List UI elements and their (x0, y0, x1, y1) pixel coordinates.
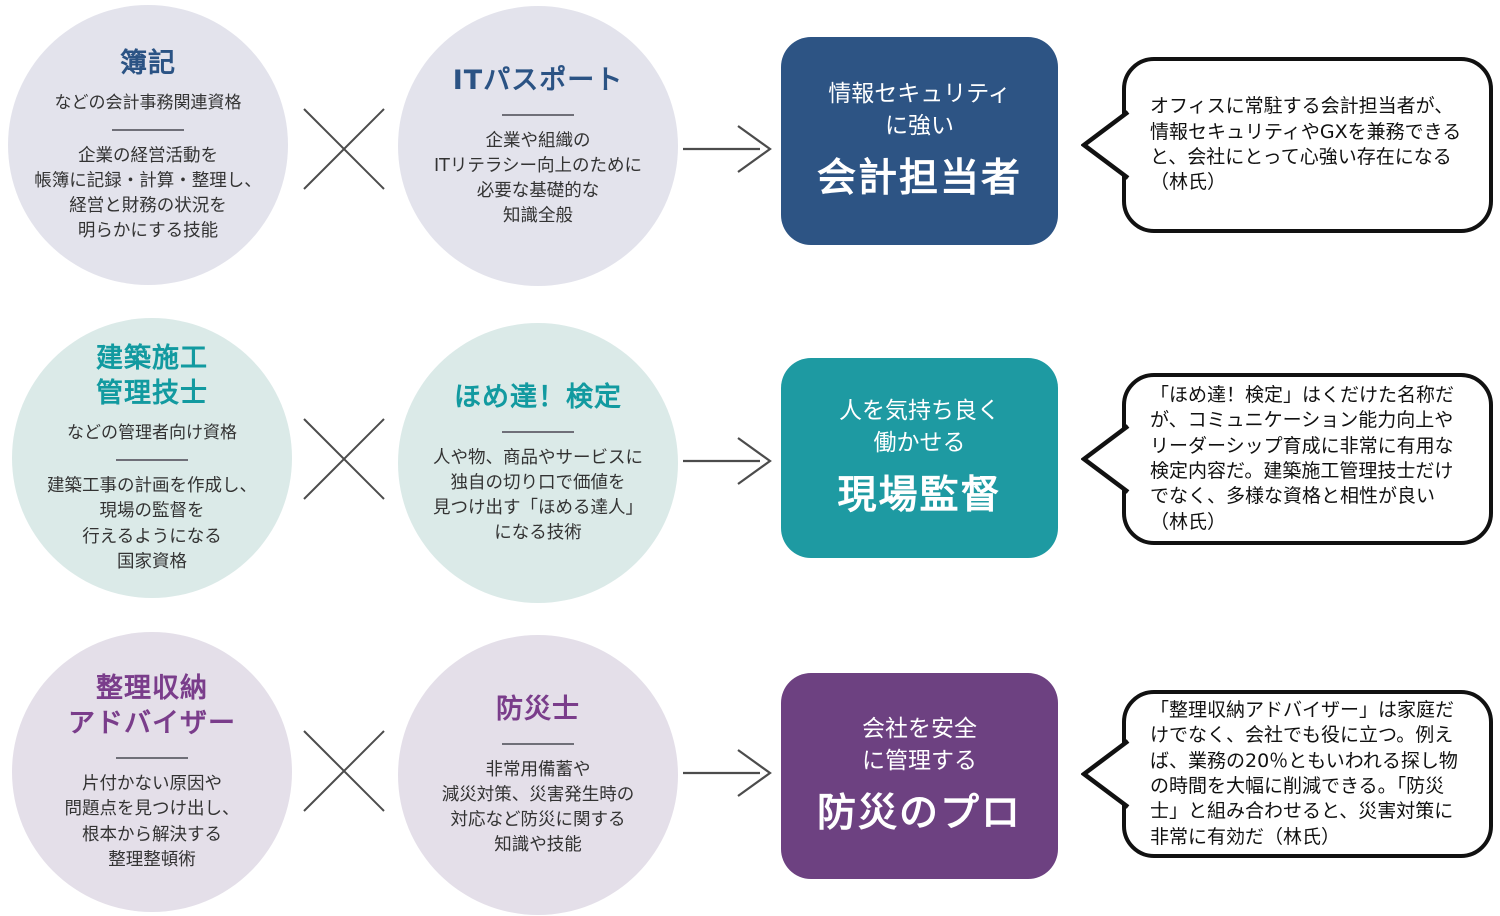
result-lead-text: 会社を安全 に管理する (862, 716, 977, 774)
qualification-circle-disaster-prevention: 防災士 非常用備蓄や 減災対策、災害発生時の 対応など防災に関する 知識や技能 (398, 635, 678, 915)
qualification-description: 建築工事の計画を作成し、 現場の監督を 行えるようになる 国家資格 (47, 476, 257, 572)
qualification-description: 片付かない原因や 問題点を見つけ出し、 根本から解決する 整理整頓術 (64, 774, 240, 870)
qualification-description: 企業や組織の ITリテラシー向上のために 必要な基礎的な 知識全般 (434, 130, 642, 227)
qualification-circle-organizing-advisor: 整理収納 アドバイザー 片付かない原因や 問題点を見つけ出し、 根本から解決する… (12, 632, 292, 912)
circle-content: 建築施工 管理技士 などの管理者向け資格 建築工事の計画を作成し、 現場の監督を… (31, 341, 273, 575)
expert-quote: オフィスに常駐する会計担当者が、情報セキュリティやGXを兼務できると、会社にとっ… (1150, 95, 1462, 194)
qualification-circle-construction-manager: 建築施工 管理技士 などの管理者向け資格 建築工事の計画を作成し、 現場の監督を… (12, 318, 292, 598)
arrow-right-icon (683, 749, 772, 797)
circle-content: ほめ達！検定 人や物、商品やサービスに 独自の切り口で価値を 見つけ出す「ほめる… (417, 380, 659, 547)
qualification-subtitle: などの会計事務関連資格 (54, 92, 242, 113)
qualification-title: 簿記 (120, 47, 176, 79)
arrow-right-icon (683, 125, 772, 173)
circle-content: ITパスポート 企業や組織の ITリテラシー向上のために 必要な基礎的な 知識全… (418, 63, 658, 230)
result-main-text: 現場監督 (837, 472, 1002, 518)
divider-line (116, 757, 188, 760)
divider-line (502, 742, 574, 745)
circle-content: 防災士 非常用備蓄や 減災対策、災害発生時の 対応など防災に関する 知識や技能 (426, 692, 651, 859)
result-box-disaster-pro: 会社を安全 に管理する 防災のプロ (781, 673, 1058, 879)
comment-bubble: オフィスに常駐する会計担当者が、情報セキュリティやGXを兼務できると、会社にとっ… (1081, 57, 1493, 233)
speech-tail-icon (1081, 110, 1130, 180)
speech-tail-icon (1081, 739, 1130, 809)
divider-line (112, 128, 184, 131)
qualification-circle-home-tatsu: ほめ達！検定 人や物、商品やサービスに 独自の切り口で価値を 見つけ出す「ほめる… (398, 323, 678, 603)
result-lead-text: 情報セキュリティ に強い (828, 81, 1011, 139)
arrow-right-icon (683, 437, 772, 485)
speech-tail-icon (1081, 424, 1130, 494)
qualification-description: 非常用備蓄や 減災対策、災害発生時の 対応など防災に関する 知識や技能 (441, 759, 635, 856)
qualification-title: ほめ達！検定 (454, 381, 622, 413)
multiply-icon (303, 418, 385, 500)
circle-content: 整理収納 アドバイザー 片付かない原因や 問題点を見つけ出し、 根本から解決する… (49, 671, 256, 873)
qualification-circle-bookkeeping: 簿記 などの会計事務関連資格 企業の経営活動を 帳簿に記録・計算・整理し、 経営… (8, 5, 288, 285)
qualification-circle-it-passport: ITパスポート 企業や組織の ITリテラシー向上のために 必要な基礎的な 知識全… (398, 6, 678, 286)
divider-line (116, 459, 188, 462)
result-main-text: 防災のプロ (816, 790, 1022, 836)
circle-content: 簿記 などの会計事務関連資格 企業の経営活動を 帳簿に記録・計算・整理し、 経営… (18, 46, 278, 245)
multiply-icon (303, 730, 385, 812)
result-box-accountant: 情報セキュリティ に強い 会計担当者 (781, 37, 1058, 245)
divider-line (502, 113, 574, 116)
qualification-title: 整理収納 アドバイザー (68, 673, 236, 740)
qualification-title: ITパスポート (452, 64, 624, 96)
expert-quote: 「ほめ達！検定」はくだけた名称だが、コミュニケーション能力向上やリーダーシップ育… (1150, 383, 1455, 533)
qualification-title: 建築施工 管理技士 (96, 343, 208, 410)
result-box-site-supervisor: 人を気持ち良く 働かせる 現場監督 (781, 358, 1058, 558)
multiply-icon (303, 108, 385, 190)
comment-bubble: 「整理収納アドバイザー」は家庭だけでなく、会社でも役に立つ。例えば、業務の20％… (1081, 690, 1493, 858)
qualification-title: 防災士 (496, 693, 580, 725)
divider-line (502, 430, 574, 433)
result-main-text: 会計担当者 (816, 155, 1022, 201)
comment-bubble: 「ほめ達！検定」はくだけた名称だが、コミュニケーション能力向上やリーダーシップ育… (1081, 373, 1493, 545)
qualification-description: 企業の経営活動を 帳簿に記録・計算・整理し、 経営と財務の状況を 明らかにする技… (34, 145, 262, 242)
result-lead-text: 人を気持ち良く 働かせる (839, 398, 1000, 456)
expert-quote: 「整理収納アドバイザー」は家庭だけでなく、会社でも役に立つ。例えば、業務の20％… (1150, 698, 1458, 848)
qualification-subtitle: などの管理者向け資格 (67, 423, 237, 444)
qualification-description: 人や物、商品やサービスに 独自の切り口で価値を 見つけ出す「ほめる達人」 になる… (433, 447, 643, 544)
